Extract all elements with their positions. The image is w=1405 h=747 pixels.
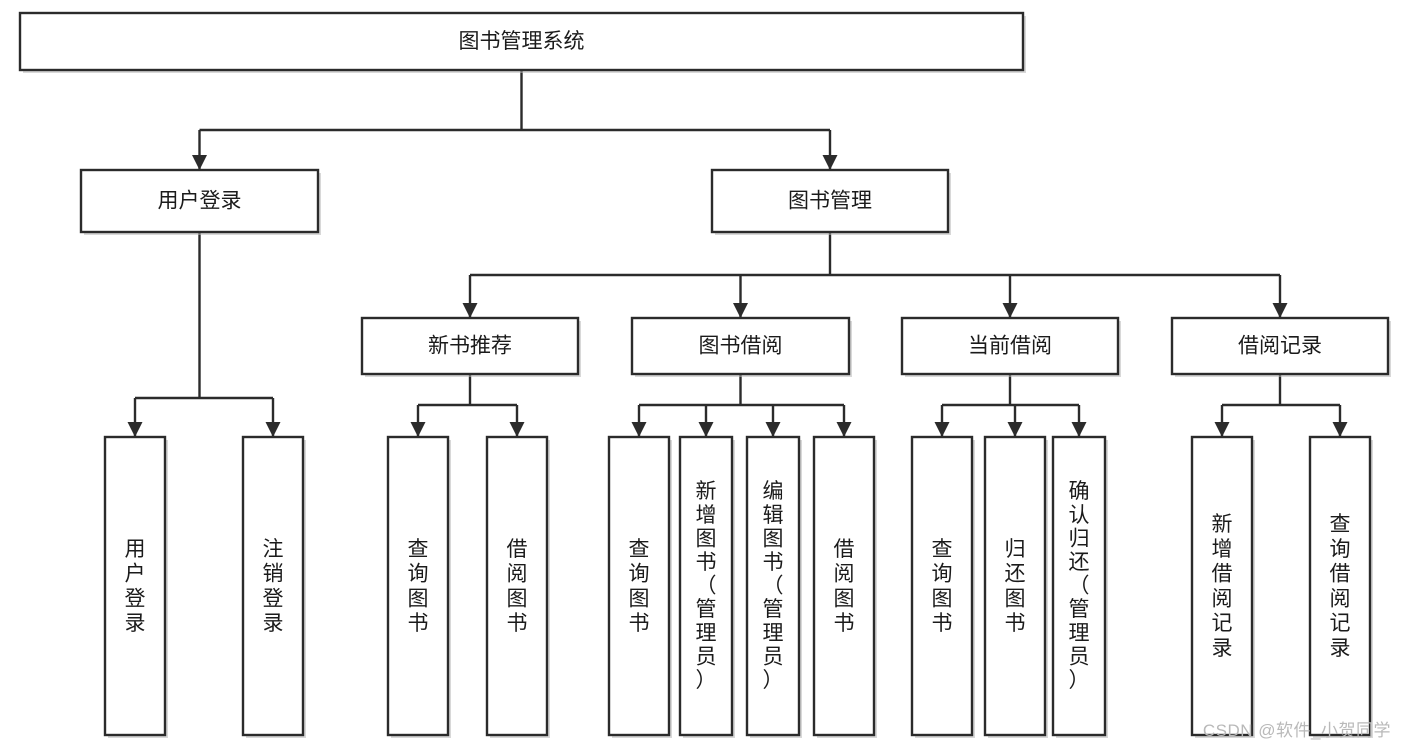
leaf-node-10[interactable]: 确认归还（管理员） (1051, 435, 1108, 738)
leaf-node-4[interactable]: 查询图书 (607, 435, 672, 738)
arrow-head-icon (192, 155, 207, 170)
node-label: 新书推荐 (428, 335, 512, 358)
arrow-head-icon (1002, 303, 1018, 318)
arrow-head-icon (698, 422, 714, 437)
node-label: 图书管理 (788, 190, 872, 213)
arrow-head-icon (631, 422, 647, 437)
leaf-node-11[interactable]: 新增借阅记录 (1190, 435, 1255, 738)
leaf-node-12[interactable]: 查询借阅记录 (1308, 435, 1373, 738)
node-label: 查询借阅记录 (1330, 513, 1351, 660)
connector-group (127, 232, 281, 437)
root-node-book-management-system[interactable]: 图书管理系统 (18, 11, 1026, 73)
level3-node-0[interactable]: 新书推荐 (360, 316, 581, 377)
level3-node-3[interactable]: 借阅记录 (1170, 316, 1391, 377)
arrow-head-icon (822, 155, 838, 170)
leaf-node-9[interactable]: 归还图书 (983, 435, 1048, 738)
arrow-head-icon (1332, 422, 1348, 437)
node-label: 借阅图书 (834, 538, 855, 635)
level2-node-1[interactable]: 图书管理 (710, 168, 951, 235)
connector-group (934, 374, 1087, 437)
node-label: 用户登录 (125, 538, 146, 635)
node-label: 用户登录 (158, 190, 242, 213)
leaf-node-3[interactable]: 借阅图书 (485, 435, 550, 738)
arrow-head-icon (1272, 303, 1288, 318)
node-label: 图书借阅 (699, 335, 783, 358)
node-label: 图书管理系统 (459, 30, 585, 53)
leaf-node-5[interactable]: 新增图书（管理员） (678, 435, 735, 738)
connector-lines-layer (127, 70, 1348, 437)
arrow-head-icon (410, 422, 426, 437)
leaf-node-2[interactable]: 查询图书 (386, 435, 451, 738)
node-label: 新增图书（管理员） (696, 480, 717, 692)
node-label: 借阅记录 (1238, 335, 1322, 358)
nodes-layer: 图书管理系统用户登录图书管理新书推荐图书借阅当前借阅借阅记录用户登录注销登录查询… (18, 11, 1391, 738)
connector-group (1214, 374, 1348, 437)
node-label: 归还图书 (1005, 538, 1026, 635)
arrow-head-icon (765, 422, 781, 437)
watermark-text: CSDN @软件_小贺同学 (1202, 721, 1391, 740)
level3-node-2[interactable]: 当前借阅 (900, 316, 1121, 377)
node-label: 查询图书 (408, 538, 429, 635)
node-label: 注销登录 (263, 538, 284, 635)
arrow-head-icon (1214, 422, 1230, 437)
connector-group (462, 232, 1288, 318)
arrow-head-icon (127, 422, 143, 437)
leaf-node-7[interactable]: 借阅图书 (812, 435, 877, 738)
leaf-node-8[interactable]: 查询图书 (910, 435, 975, 738)
leaf-node-1[interactable]: 注销登录 (241, 435, 306, 738)
arrow-head-icon (1071, 422, 1087, 437)
leaf-node-0[interactable]: 用户登录 (103, 435, 168, 738)
level2-node-0[interactable]: 用户登录 (79, 168, 321, 235)
node-label: 借阅图书 (507, 538, 528, 635)
node-label: 查询图书 (932, 538, 953, 635)
arrow-head-icon (733, 303, 748, 318)
node-label: 新增借阅记录 (1212, 513, 1233, 660)
level3-node-1[interactable]: 图书借阅 (630, 316, 852, 377)
leaf-node-6[interactable]: 编辑图书（管理员） (745, 435, 802, 738)
node-label: 查询图书 (629, 538, 650, 635)
arrow-head-icon (462, 303, 478, 318)
connector-group (192, 70, 838, 170)
node-label: 当前借阅 (968, 335, 1052, 358)
node-label: 编辑图书（管理员） (763, 480, 784, 692)
arrow-head-icon (934, 422, 950, 437)
node-label: 确认归还（管理员） (1069, 480, 1090, 692)
arrow-head-icon (265, 422, 281, 437)
arrow-head-icon (1007, 422, 1023, 437)
connector-group (410, 374, 525, 437)
arrow-head-icon (836, 422, 852, 437)
arrow-head-icon (509, 422, 525, 437)
connector-group (631, 374, 852, 437)
